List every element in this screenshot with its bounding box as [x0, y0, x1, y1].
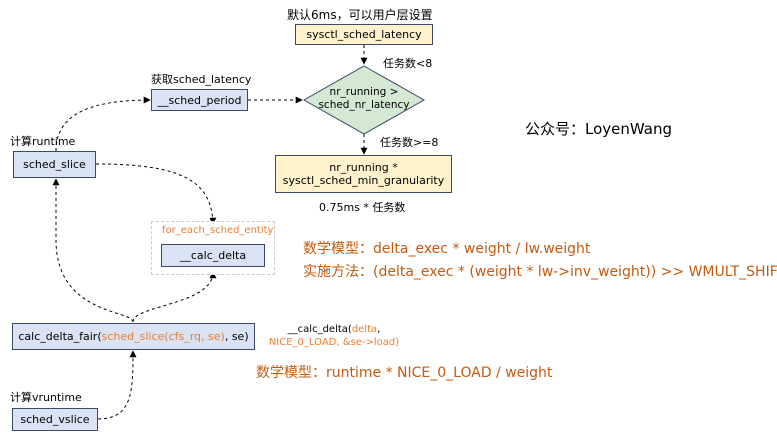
arrow-slice-to-period [55, 96, 151, 152]
decision-line1: nr_running > [329, 86, 399, 98]
calc-delta-call-line2: NICE_0_LOAD, &se->load) [268, 337, 400, 348]
calc-delta-box: __calc_delta [161, 244, 265, 267]
calc-delta-call-arg: delta [351, 324, 378, 335]
calc-delta-call-prefix: __calc_delta( [287, 324, 352, 335]
sched-slice-box: sched_slice [13, 151, 96, 178]
min-gran-line1: nr_running * [329, 161, 398, 174]
get-latency-label: 获取sched_latency [151, 73, 252, 86]
calc-delta-fair-box: calc_delta_fair(sched_slice(cfs_rq, se),… [12, 323, 255, 350]
decision-text: nr_running > sched_nr_latency [304, 86, 424, 112]
for-each-label: for_each_sched_entity [162, 225, 274, 236]
tasks-ge-label: 任务数>=8 [380, 136, 439, 149]
math-model-2: 数学模型：runtime * NICE_0_LOAD / weight [256, 365, 553, 381]
calc-delta-call-sep: , [377, 324, 381, 335]
calc-vruntime-label: 计算vruntime [10, 391, 82, 404]
arrow-vslice-to-fair [97, 350, 137, 420]
min-gran-note: 0.75ms * 任务数 [319, 201, 406, 214]
min-granularity-box: nr_running * sysctl_sched_min_granularit… [275, 155, 452, 193]
latency-default-note: 默认6ms，可以用户层设置 [287, 8, 433, 22]
arrow-fair-to-calc-delta [132, 271, 217, 323]
sysctl-sched-latency-box: sysctl_sched_latency [295, 24, 433, 45]
calc-delta-call-note: __calc_delta(delta, NICE_0_LOAD, &se->lo… [268, 323, 400, 349]
arrow-slice-to-calc-delta [95, 163, 217, 225]
min-gran-line2: sysctl_sched_min_granularity [282, 174, 445, 187]
tasks-lt-label: 任务数<8 [383, 57, 433, 70]
math-model-1: 数学模型：delta_exec * weight / lw.weight [303, 241, 591, 257]
calc-runtime-label: 计算runtime [10, 135, 76, 148]
sched-vslice-box: sched_vslice [12, 408, 98, 431]
calc-delta-fair-prefix: calc_delta_fair( [18, 330, 102, 343]
watermark: 公众号：LoyenWang [525, 120, 672, 138]
calc-delta-fair-arg: sched_slice(cfs_rq, se) [101, 330, 225, 343]
arrow-fair-to-slice [52, 178, 134, 323]
sched-period-box: __sched_period [151, 89, 248, 111]
implementation-method: 实施方法：(delta_exec * (weight * lw->inv_wei… [303, 264, 777, 280]
calc-delta-fair-suffix: , se) [224, 330, 249, 343]
decision-line2: sched_nr_latency [318, 99, 410, 111]
